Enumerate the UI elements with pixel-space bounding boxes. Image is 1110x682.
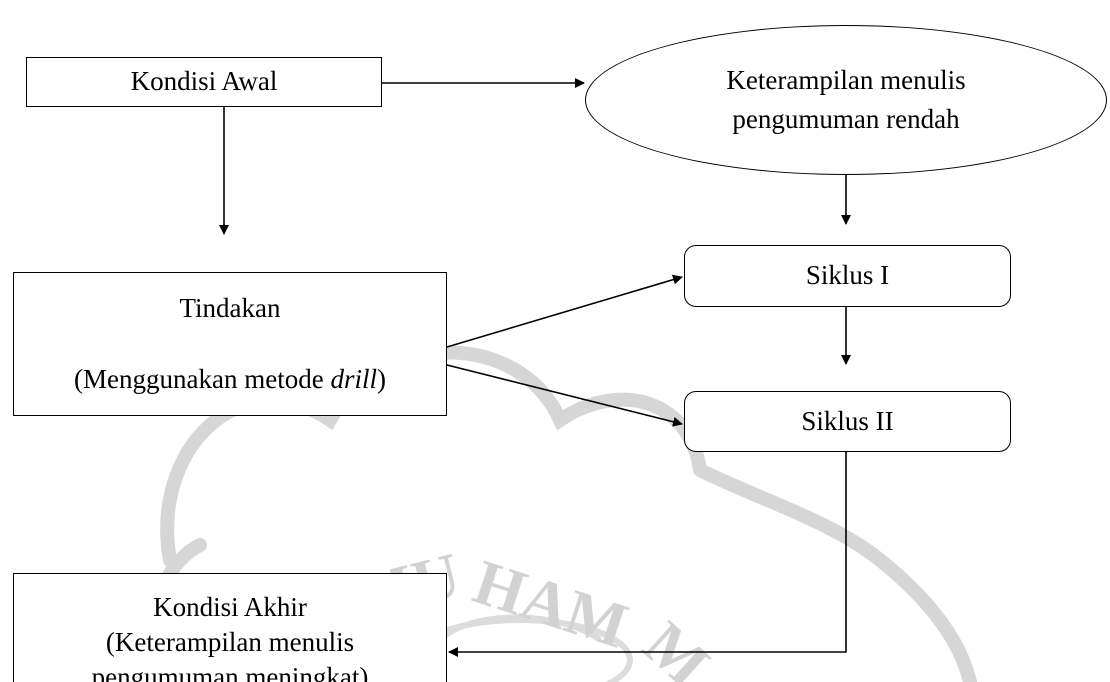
kondisi-akhir-title: Kondisi Akhir: [153, 592, 307, 622]
siklus-1-label: Siklus I: [805, 260, 890, 291]
tindakan-detail: (Menggunakan metode drill): [74, 362, 386, 397]
siklus-2-label: Siklus II: [801, 405, 894, 436]
keterampilan-rendah-line-2: pengumuman rendah: [732, 104, 960, 134]
keterampilan-rendah-line-1: Keterampilan menulis: [726, 64, 966, 95]
tindakan-detail-suffix: ): [376, 364, 386, 394]
tindakan-box: Tindakan (Menggunakan metode drill): [13, 272, 447, 416]
tindakan-title: Tindakan: [179, 292, 281, 323]
arrow-siklus2-to-akhir: [448, 451, 847, 657]
arrow-tindakan-to-siklus1: [446, 274, 683, 348]
siklus-1-box: Siklus I: [684, 245, 1011, 307]
arrow-tindakan-to-siklus2: [446, 364, 683, 427]
kondisi-akhir-detail-line-1: (Keterampilan menulis: [105, 627, 355, 658]
kondisi-awal-box: Kondisi Awal: [26, 57, 382, 107]
siklus-2-box: Siklus II: [684, 391, 1011, 452]
tindakan-detail-prefix: (Menggunakan metode: [74, 364, 331, 394]
kondisi-akhir-detail-line-2: pengumuman meningkat): [91, 662, 369, 682]
kondisi-akhir-box: Kondisi Akhir (Keterampilan menulis peng…: [13, 573, 447, 682]
kondisi-awal-label: Kondisi Awal: [130, 66, 278, 97]
tindakan-detail-emphasis: drill: [330, 364, 377, 394]
keterampilan-rendah-ellipse: Keterampilan menulis pengumuman rendah: [585, 25, 1107, 175]
